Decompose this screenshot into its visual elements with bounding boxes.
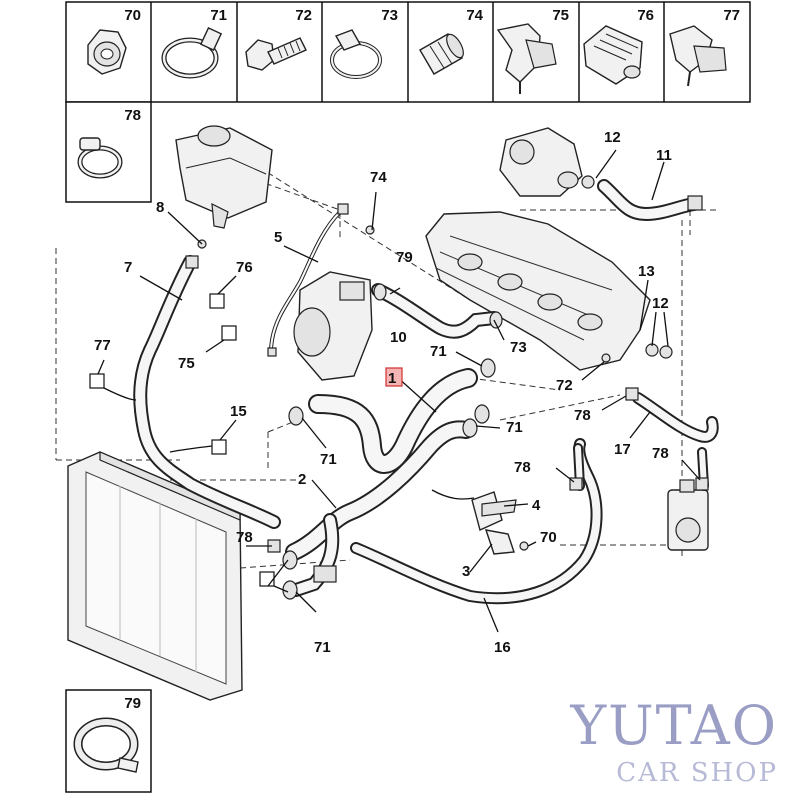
callout-71d: 71 bbox=[314, 639, 331, 656]
bolt-icon bbox=[245, 37, 307, 71]
callout-78c: 78 bbox=[652, 445, 669, 462]
nut-icon bbox=[87, 29, 127, 75]
callout-77: 77 bbox=[94, 337, 111, 354]
bracket-clip-icon bbox=[496, 23, 557, 94]
legend-label-70: 70 bbox=[124, 7, 141, 24]
callout-1-highlight bbox=[385, 367, 403, 387]
callouts: 1 2 3 4 5 7 8 10 11 12 12 13 15 16 17 70… bbox=[94, 129, 672, 656]
legend-label-71: 71 bbox=[210, 7, 227, 24]
callout-5: 5 bbox=[274, 229, 282, 246]
damper-3 bbox=[484, 529, 515, 555]
worm-clamp-icon bbox=[77, 137, 123, 179]
callout-78b: 78 bbox=[514, 459, 531, 476]
callout-74: 74 bbox=[370, 169, 387, 186]
legend-label-72: 72 bbox=[295, 7, 312, 24]
legend-label-74: 74 bbox=[466, 7, 483, 24]
legend-left-cell: 78 bbox=[65, 101, 152, 203]
callout-76: 76 bbox=[236, 259, 253, 276]
heat-exchanger bbox=[667, 479, 709, 551]
callout-71c: 71 bbox=[320, 451, 337, 468]
callout-12a: 12 bbox=[604, 129, 621, 146]
callout-78d: 78 bbox=[236, 529, 253, 546]
callout-71b: 71 bbox=[506, 419, 523, 436]
egr-cooler bbox=[293, 271, 373, 381]
callout-2: 2 bbox=[298, 471, 306, 488]
leader-lines bbox=[97, 149, 701, 633]
watermark-subtitle: CAR SHOP bbox=[616, 758, 778, 788]
callout-79: 79 bbox=[396, 249, 413, 266]
callout-70: 70 bbox=[540, 529, 557, 546]
callout-12b: 12 bbox=[652, 295, 669, 312]
legend-label-76: 76 bbox=[637, 7, 654, 24]
callout-78a: 78 bbox=[574, 407, 591, 424]
callout-71a: 71 bbox=[430, 343, 447, 360]
bracket-4 bbox=[471, 491, 517, 531]
callout-11: 11 bbox=[656, 147, 672, 164]
hoses bbox=[133, 179, 719, 605]
legend-label-77: 77 bbox=[723, 7, 740, 24]
reference-boxes bbox=[89, 293, 275, 587]
legend-label-75: 75 bbox=[552, 7, 569, 24]
sleeve-icon bbox=[419, 33, 464, 75]
callout-73: 73 bbox=[510, 339, 527, 356]
callout-16: 16 bbox=[494, 639, 511, 656]
legend-label-73: 73 bbox=[381, 7, 398, 24]
coolant-reservoir bbox=[175, 125, 273, 229]
callout-75: 75 bbox=[178, 355, 195, 372]
callout-3: 3 bbox=[462, 563, 470, 580]
legend-label-78: 78 bbox=[124, 107, 141, 124]
callout-13: 13 bbox=[638, 263, 655, 280]
callout-10: 10 bbox=[390, 329, 407, 346]
pipe-clamp-icon bbox=[330, 29, 382, 79]
radiator bbox=[67, 451, 243, 701]
watermark-title: YUTAO bbox=[570, 694, 778, 757]
callout-8: 8 bbox=[156, 199, 164, 216]
legend-label-79: 79 bbox=[124, 695, 141, 712]
callout-7: 7 bbox=[124, 259, 132, 276]
clamps bbox=[185, 175, 709, 600]
band-clamp-icon bbox=[73, 717, 139, 773]
callout-15: 15 bbox=[230, 403, 247, 420]
connector-icon bbox=[583, 25, 643, 85]
hose-clip-icon bbox=[669, 25, 727, 87]
callout-4: 4 bbox=[532, 497, 541, 514]
water-outlet-housing bbox=[499, 127, 583, 197]
legend-top-grid: 70 71 72 73 74 75 76 77 bbox=[65, 1, 751, 103]
legend-bottom-cell: 79 bbox=[65, 689, 152, 793]
spring-clamp-icon bbox=[161, 26, 223, 79]
callout-1: 1 bbox=[388, 370, 396, 387]
cylinder-head bbox=[425, 211, 651, 371]
callout-17: 17 bbox=[614, 441, 631, 458]
callout-72: 72 bbox=[556, 377, 573, 394]
